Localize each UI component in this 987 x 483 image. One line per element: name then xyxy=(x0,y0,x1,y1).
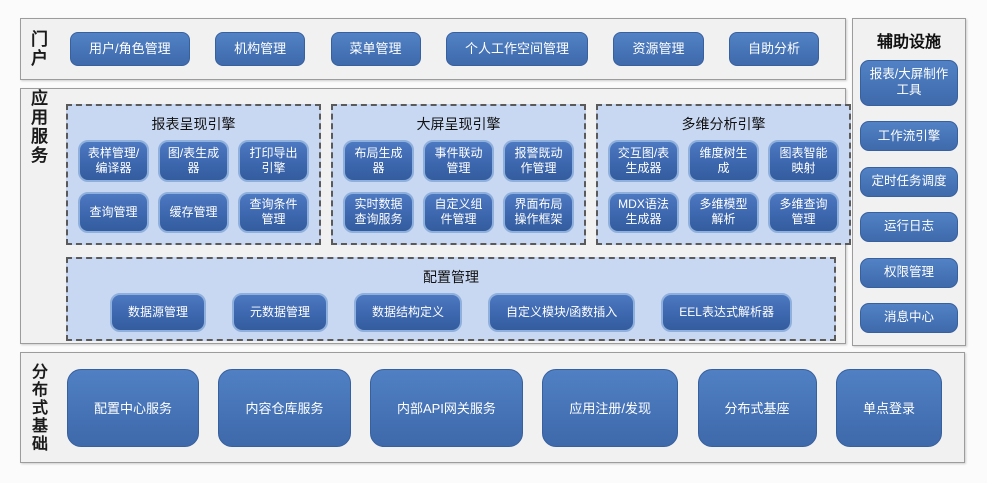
portal-section-label: 门户 xyxy=(28,30,47,68)
block-single-sign-on: 单点登录 xyxy=(835,368,942,447)
block-interactive-chart-generator: 交互图/表生成器 xyxy=(608,140,679,182)
distributed-base-section: 分布式基础 配置中心服务 内容仓库服务 内部API网关服务 应用注册/发现 分布… xyxy=(20,352,965,463)
block-workflow-engine: 工作流引擎 xyxy=(860,121,958,152)
block-query-condition-management: 查询条件管理 xyxy=(238,191,309,233)
block-data-structure-definition: 数据结构定义 xyxy=(353,293,462,332)
block-chart-smart-mapping: 图表智能映射 xyxy=(768,140,839,182)
block-ui-layout-framework: 界面布局操作框架 xyxy=(503,191,574,233)
block-distributed-base: 分布式基座 xyxy=(697,368,817,447)
distributed-base-section-label: 分布式基础 xyxy=(29,362,46,453)
block-query-management: 查询管理 xyxy=(78,191,149,233)
block-chart-table-generator: 图/表生成器 xyxy=(158,140,229,182)
block-multidim-query-management: 多维查询管理 xyxy=(768,191,839,233)
block-alarm-action-management: 报警既动作管理 xyxy=(503,140,574,182)
block-print-export-engine: 打印导出引擎 xyxy=(238,140,309,182)
block-personal-workspace-management: 个人工作空间管理 xyxy=(446,32,589,66)
block-config-center-service: 配置中心服务 xyxy=(67,368,200,447)
block-event-linkage-management: 事件联动管理 xyxy=(423,140,494,182)
block-metadata-management: 元数据管理 xyxy=(231,293,328,332)
portal-button-row: 用户/角色管理 机构管理 菜单管理 个人工作空间管理 资源管理 自助分析 xyxy=(46,32,845,66)
dashboard-engine-title: 大屏呈现引擎 xyxy=(416,116,501,132)
app-services-section: 应用服务 报表呈现引擎 表样管理/编译器 图/表生成器 打印导出引擎 查询管理 … xyxy=(20,88,851,344)
olap-engine-panel: 多维分析引擎 交互图/表生成器 维度树生成 图表智能映射 MDX语法生成器 多维… xyxy=(596,104,851,245)
block-message-center: 消息中心 xyxy=(860,302,958,333)
block-internal-api-gateway-service: 内部API网关服务 xyxy=(369,368,523,447)
block-realtime-data-query-service: 实时数据查询服务 xyxy=(343,191,414,233)
block-run-logs: 运行日志 xyxy=(860,212,958,243)
block-report-template-compiler: 表样管理/编译器 xyxy=(78,140,149,182)
app-services-section-label: 应用服务 xyxy=(28,89,47,165)
report-engine-grid: 表样管理/编译器 图/表生成器 打印导出引擎 查询管理 缓存管理 查询条件管理 xyxy=(78,140,309,233)
block-permission-management: 权限管理 xyxy=(860,257,958,288)
app-services-content: 报表呈现引擎 表样管理/编译器 图/表生成器 打印导出引擎 查询管理 缓存管理 … xyxy=(46,89,861,343)
olap-engine-title: 多维分析引擎 xyxy=(681,116,766,132)
block-org-management: 机构管理 xyxy=(215,32,306,66)
block-content-repository-service: 内容仓库服务 xyxy=(218,368,351,447)
block-scheduled-task-dispatch: 定时任务调度 xyxy=(860,166,958,197)
block-self-service-analysis: 自助分析 xyxy=(728,32,819,66)
report-engine-title: 报表呈现引擎 xyxy=(151,116,236,132)
block-user-role-management: 用户/角色管理 xyxy=(70,32,190,66)
block-layout-generator: 布局生成器 xyxy=(343,140,414,182)
block-cache-management: 缓存管理 xyxy=(158,191,229,233)
auxiliary-button-column: 报表/大屏制作工具 工作流引擎 定时任务调度 运行日志 权限管理 消息中心 xyxy=(853,56,965,345)
block-menu-management: 菜单管理 xyxy=(330,32,421,66)
dashboard-engine-grid: 布局生成器 事件联动管理 报警既动作管理 实时数据查询服务 自定义组件管理 界面… xyxy=(343,140,574,233)
engine-row: 报表呈现引擎 表样管理/编译器 图/表生成器 打印导出引擎 查询管理 缓存管理 … xyxy=(66,104,851,245)
config-button-row: 数据源管理 元数据管理 数据结构定义 自定义模块/函数插入 EEL表达式解析器 xyxy=(78,293,824,332)
olap-engine-grid: 交互图/表生成器 维度树生成 图表智能映射 MDX语法生成器 多维模型解析 多维… xyxy=(608,140,839,233)
block-custom-component-management: 自定义组件管理 xyxy=(423,191,494,233)
block-resource-management: 资源管理 xyxy=(613,32,704,66)
portal-section: 门户 用户/角色管理 机构管理 菜单管理 个人工作空间管理 资源管理 自助分析 xyxy=(20,18,846,80)
block-app-registration-discovery: 应用注册/发现 xyxy=(542,368,679,447)
config-management-panel: 配置管理 数据源管理 元数据管理 数据结构定义 自定义模块/函数插入 EEL表达… xyxy=(66,257,836,341)
block-mdx-syntax-generator: MDX语法生成器 xyxy=(608,191,679,233)
block-report-dashboard-authoring-tool: 报表/大屏制作工具 xyxy=(860,60,958,106)
dashboard-engine-panel: 大屏呈现引擎 布局生成器 事件联动管理 报警既动作管理 实时数据查询服务 自定义… xyxy=(331,104,586,245)
auxiliary-facilities-title: 辅助设施 xyxy=(876,34,941,51)
config-management-title: 配置管理 xyxy=(423,269,479,285)
block-datasource-management: 数据源管理 xyxy=(110,293,207,332)
block-eel-expression-parser: EEL表达式解析器 xyxy=(661,293,792,332)
auxiliary-facilities-section: 辅助设施 报表/大屏制作工具 工作流引擎 定时任务调度 运行日志 权限管理 消息… xyxy=(852,18,966,346)
report-engine-panel: 报表呈现引擎 表样管理/编译器 图/表生成器 打印导出引擎 查询管理 缓存管理 … xyxy=(66,104,321,245)
block-dimension-tree-generation: 维度树生成 xyxy=(688,140,759,182)
block-custom-module-function-insert: 自定义模块/函数插入 xyxy=(487,293,636,332)
block-multidim-model-parsing: 多维模型解析 xyxy=(688,191,759,233)
distributed-button-row: 配置中心服务 内容仓库服务 内部API网关服务 应用注册/发现 分布式基座 单点… xyxy=(45,368,964,447)
